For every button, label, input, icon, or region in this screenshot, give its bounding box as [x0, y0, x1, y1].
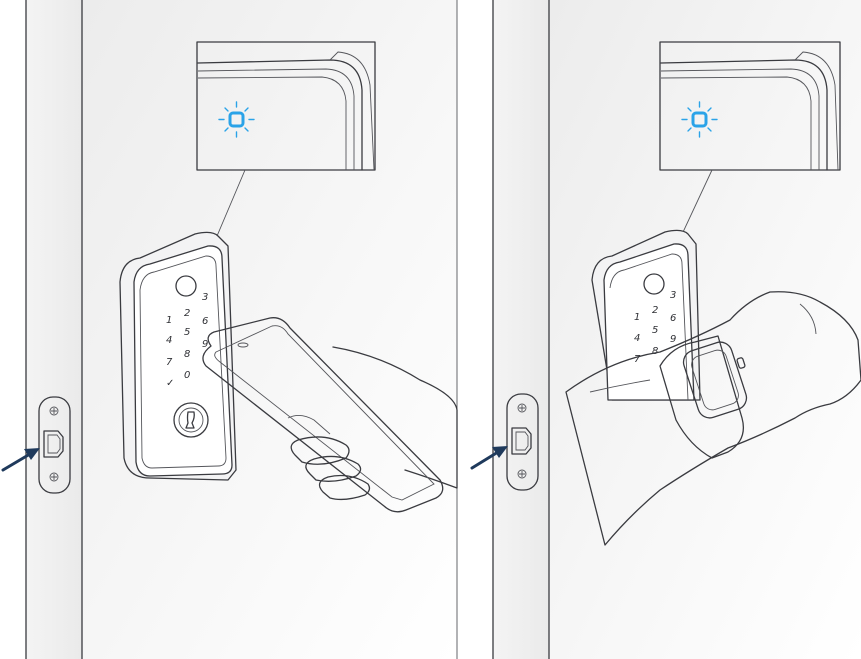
key-3-r: 3	[670, 290, 676, 301]
key-4-r: 4	[634, 333, 640, 344]
door-jamb-left	[26, 0, 82, 659]
key-6-r: 6	[670, 313, 676, 324]
right-panel: 1 2 3 4 5 6 7 8 9	[472, 0, 861, 659]
key-0: 0	[184, 370, 190, 381]
key-8: 8	[184, 349, 190, 360]
key-2-r: 2	[652, 305, 658, 316]
smart-lock: 1 2 3 4 5 6 7 8 9 ✓ 0	[120, 232, 236, 480]
key-1-r: 1	[634, 312, 640, 323]
key-3: 3	[202, 292, 208, 303]
key-8-r: 8	[652, 346, 658, 357]
key-4: 4	[166, 335, 172, 346]
key-1: 1	[166, 315, 172, 326]
wall-right	[549, 0, 861, 659]
key-5: 5	[184, 327, 190, 338]
key-7: 7	[166, 357, 173, 368]
door-jamb-right	[493, 0, 549, 659]
left-panel: 1 2 3 4 5 6 7 8 9 ✓ 0	[3, 0, 457, 659]
key-6: 6	[202, 316, 208, 327]
key-check: ✓	[166, 378, 174, 389]
key-2: 2	[184, 308, 190, 319]
key-5-r: 5	[652, 325, 658, 336]
key-9-r: 9	[670, 334, 676, 345]
